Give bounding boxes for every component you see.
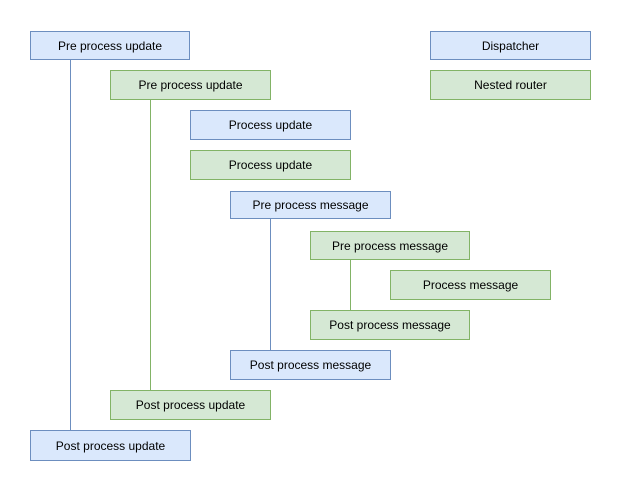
node-label: Nested router (474, 78, 547, 92)
node-label: Pre process message (331, 238, 449, 253)
node-post-process-message-router[interactable]: Post process message (310, 310, 470, 340)
node-pre-process-update-dispatcher[interactable]: Pre process update (30, 31, 190, 60)
node-post-process-message-dispatcher[interactable]: Post process message (230, 350, 391, 380)
node-process-update-dispatcher[interactable]: Process update (190, 110, 351, 140)
node-process-message-router[interactable]: Process message (390, 270, 551, 300)
node-label: Process update (228, 118, 313, 132)
node-process-update-router[interactable]: Process update (190, 150, 351, 180)
node-pre-process-update-router[interactable]: Pre process update (110, 70, 271, 100)
node-label: Dispatcher (481, 38, 540, 53)
node-label: Post process message (249, 358, 372, 372)
node-label: Pre process update (57, 38, 163, 53)
node-legend-nested-router[interactable]: Nested router (430, 70, 591, 100)
node-label: Post process update (135, 398, 246, 412)
node-post-process-update-router[interactable]: Post process update (110, 390, 271, 420)
node-label: Pre process message (252, 198, 369, 212)
node-label: Post process update (55, 438, 166, 453)
connector-dispatcher-message-span (270, 219, 271, 350)
connector-dispatcher-update-span (70, 60, 71, 430)
node-post-process-update-dispatcher[interactable]: Post process update (30, 430, 191, 461)
node-label: Post process message (329, 318, 451, 332)
connector-router-update-span (150, 100, 151, 390)
node-pre-process-message-router[interactable]: Pre process message (310, 231, 470, 260)
node-label: Process message (422, 278, 519, 292)
node-legend-dispatcher[interactable]: Dispatcher (430, 31, 591, 60)
node-label: Process update (228, 158, 313, 172)
node-pre-process-message-dispatcher[interactable]: Pre process message (230, 191, 391, 219)
connector-router-message-span (350, 260, 351, 310)
node-label: Pre process update (138, 78, 243, 92)
